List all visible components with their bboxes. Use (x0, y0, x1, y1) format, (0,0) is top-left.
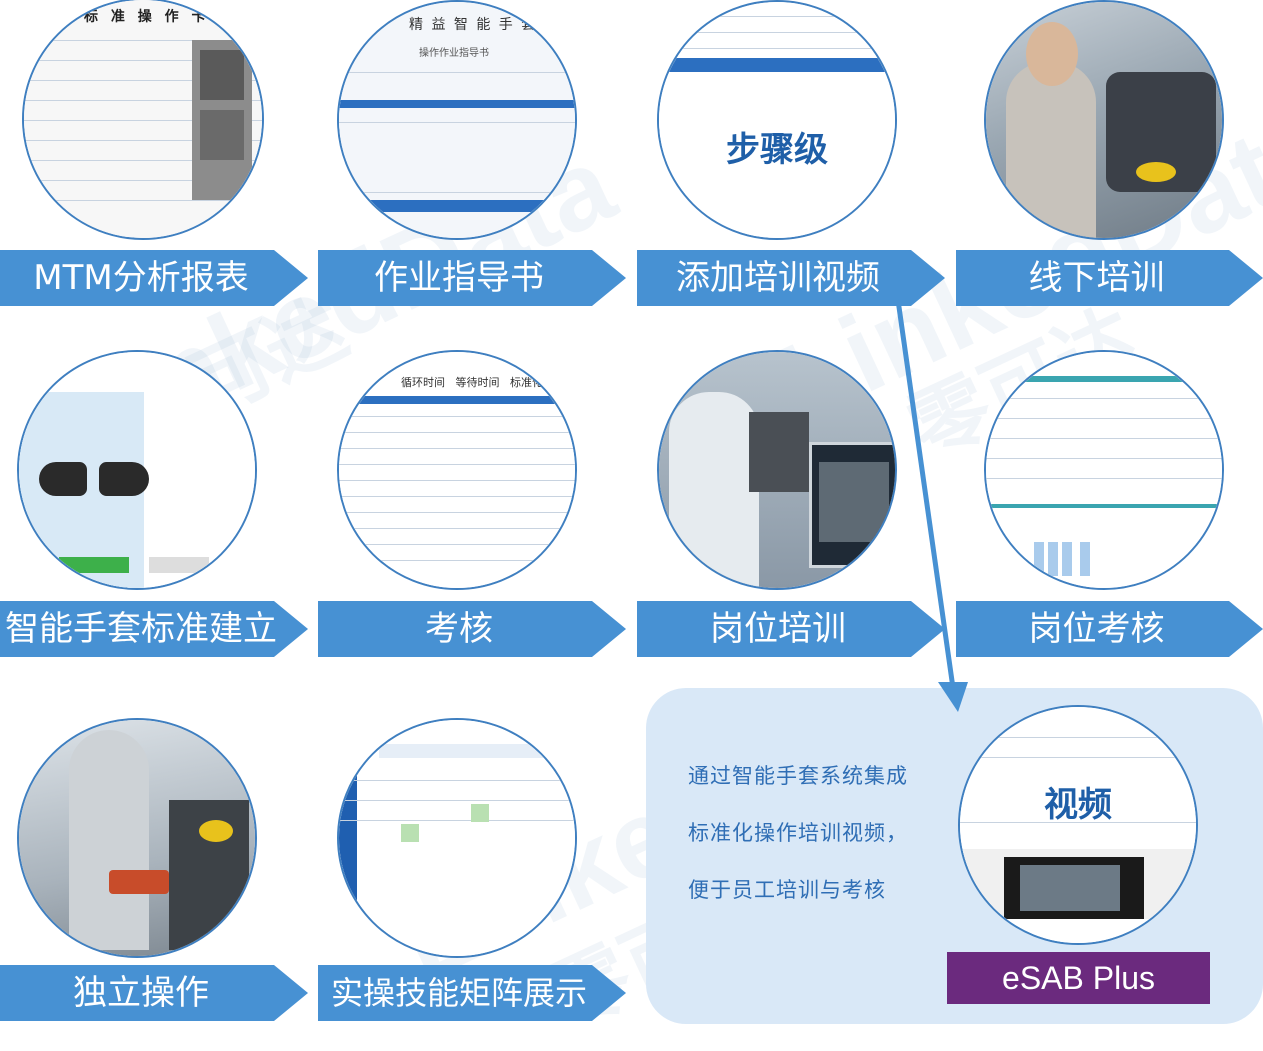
station-training-photo (657, 350, 897, 590)
video-list-thumbnail: 步骤级 (657, 0, 897, 240)
independent-operation-photo (17, 718, 257, 958)
esab-plus-label: eSAB Plus (947, 952, 1210, 1004)
instruction-thumbnail: 精 益 智 能 手 套 操作作业指导书 (337, 0, 577, 240)
step-banner-glove-standard: 智能手套标准建立 (0, 601, 308, 657)
video-label: 视频 (1044, 785, 1112, 825)
assessment-table-thumbnail: 循环时间 等待时间 标准化分数 (337, 350, 577, 590)
step-banner-station-training: 岗位培训 (637, 601, 945, 657)
step-banner-assessment: 考核 (318, 601, 626, 657)
step-banner-offline-training: 线下培训 (956, 250, 1263, 306)
step-banner-add-video: 添加培训视频 (637, 250, 945, 306)
report-thumbnail: 标 准 操 作 卡 (22, 0, 264, 240)
offline-training-photo (984, 0, 1224, 240)
step-banner-mtm: MTM分析报表 (0, 250, 308, 306)
step-banner-station-assessment: 岗位考核 (956, 601, 1263, 657)
step-banner-instruction: 作业指导书 (318, 250, 626, 306)
glove-standard-thumbnail (17, 350, 257, 590)
skill-matrix-thumbnail (337, 718, 577, 958)
video-thumbnail: 视频 (958, 705, 1198, 945)
step-level-label: 步骤级 (726, 130, 828, 170)
step-banner-skill-matrix: 实操技能矩阵展示 (318, 965, 626, 1021)
panel-description: 通过智能手套系统集成标准化操作培训视频，便于员工培训与考核 (688, 764, 908, 902)
station-assessment-thumbnail (984, 350, 1224, 590)
step-banner-independent-operation: 独立操作 (0, 965, 308, 1021)
